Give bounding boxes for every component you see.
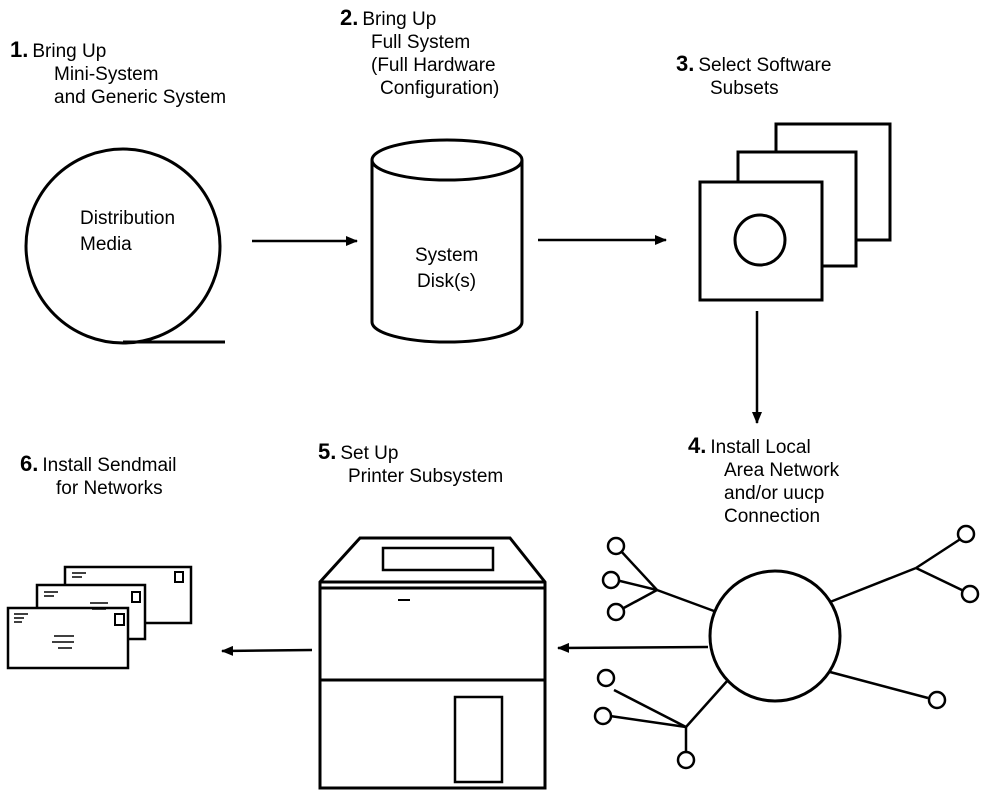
step-2-line-4: Configuration)	[380, 78, 500, 99]
step-6-number: 6.	[20, 451, 39, 476]
step-4-label: 4.Install Local Area Network and/or uucp…	[688, 434, 839, 528]
media-line-2: Media	[80, 234, 132, 255]
system-disk-cylinder-icon	[370, 138, 524, 344]
step-3-line-1: Select Software	[698, 55, 832, 76]
step-4-line-1: Install Local	[710, 437, 811, 458]
step-4-line-2: Area Network	[724, 460, 840, 481]
disk-line-1: System	[415, 245, 479, 266]
step-2-line-1: Bring Up	[362, 9, 437, 30]
step-4-line-4: Connection	[724, 506, 821, 527]
step-2-line-3: (Full Hardware	[371, 55, 496, 76]
software-subsets-diskettes-icon	[698, 122, 892, 302]
disk-line-2: Disk(s)	[417, 271, 477, 292]
disk-label: System Disk(s)	[415, 243, 478, 295]
step-4-line-3: and/or uucp	[724, 483, 825, 504]
printer-subsystem-icon	[318, 536, 547, 790]
arrow-network-to-printer	[557, 642, 709, 653]
step-5-line-2: Printer Subsystem	[348, 466, 504, 487]
step-3-number: 3.	[676, 51, 695, 76]
step-2-number: 2.	[340, 5, 359, 30]
arrow-printer-to-sendmail	[221, 645, 313, 656]
step-3-line-2: Subsets	[710, 78, 779, 99]
step-1-line-1: Bring Up	[32, 41, 107, 62]
step-5-line-1: Set Up	[340, 443, 399, 464]
step-2-label: 2.Bring Up Full System (Full Hardware Co…	[340, 6, 499, 100]
sendmail-envelopes-icon	[6, 565, 193, 670]
media-label: Distribution Media	[80, 206, 175, 258]
local-area-network-icon	[593, 524, 980, 770]
distribution-media-reel-icon	[24, 147, 225, 345]
step-2-line-2: Full System	[371, 32, 471, 53]
step-3-label: 3.Select Software Subsets	[676, 52, 831, 100]
step-5-label: 5.Set Up Printer Subsystem	[318, 440, 503, 488]
step-5-number: 5.	[318, 439, 337, 464]
step-1-line-3: and Generic System	[54, 87, 227, 108]
step-6-line-2: for Networks	[56, 478, 163, 499]
step-6-line-1: Install Sendmail	[42, 455, 177, 476]
step-6-label: 6.Install Sendmail for Networks	[20, 452, 176, 500]
step-1-number: 1.	[10, 37, 29, 62]
step-4-number: 4.	[688, 433, 707, 458]
step-1-line-2: Mini-System	[54, 64, 159, 85]
step-1-label: 1.Bring Up Mini-System and Generic Syste…	[10, 38, 226, 109]
media-line-1: Distribution	[80, 208, 176, 229]
